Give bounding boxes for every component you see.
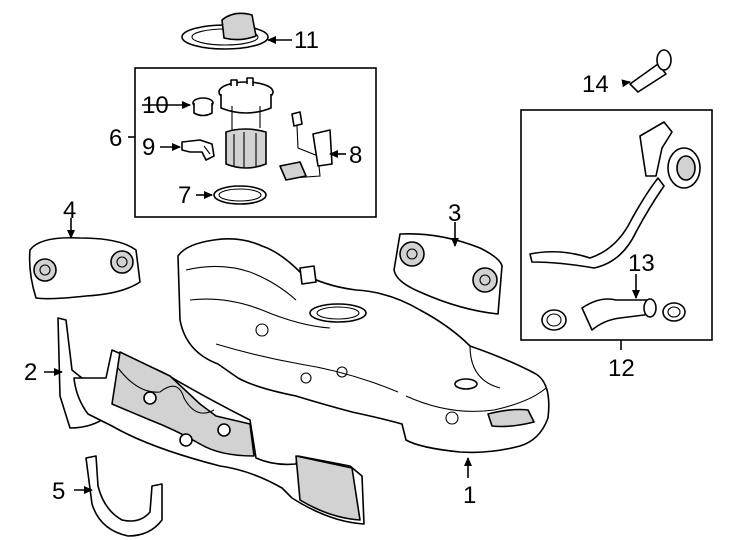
callout-3: 3 <box>448 200 461 227</box>
callout-labels: 1 2 3 4 5 6 7 8 9 10 11 12 13 14 <box>24 27 655 509</box>
fuel-pump-module-part <box>218 77 274 169</box>
callout-12: 12 <box>608 355 635 382</box>
leader-lines <box>44 36 640 494</box>
shield-plate-part <box>393 232 503 315</box>
callout-8: 8 <box>349 142 362 169</box>
callout-2: 2 <box>24 359 37 386</box>
callout-7: 7 <box>178 182 191 209</box>
lock-ring-part <box>181 12 269 50</box>
skid-plate-part <box>73 349 365 525</box>
vent-tube-part <box>629 49 672 93</box>
fuel-pump-group-box <box>134 67 377 218</box>
o-ring-part <box>213 185 267 205</box>
filler-pipe-group-box <box>520 109 713 341</box>
heat-shield-part <box>28 236 141 300</box>
level-sender-part <box>279 111 333 181</box>
callout-6: 6 <box>109 125 122 152</box>
sensor-part <box>181 139 215 161</box>
fuel-tank-part <box>177 238 550 454</box>
callout-5: 5 <box>52 478 65 505</box>
filler-pipe-part <box>529 121 701 269</box>
strap-part <box>85 455 163 537</box>
cap-part <box>192 97 214 117</box>
callout-10: 10 <box>142 92 169 119</box>
callout-14: 14 <box>582 71 609 98</box>
callout-4: 4 <box>63 197 76 224</box>
callout-13: 13 <box>628 250 655 277</box>
callout-9: 9 <box>142 134 155 161</box>
callout-1: 1 <box>463 482 476 509</box>
hose-clamp-part <box>541 298 686 331</box>
callout-11: 11 <box>294 27 319 54</box>
